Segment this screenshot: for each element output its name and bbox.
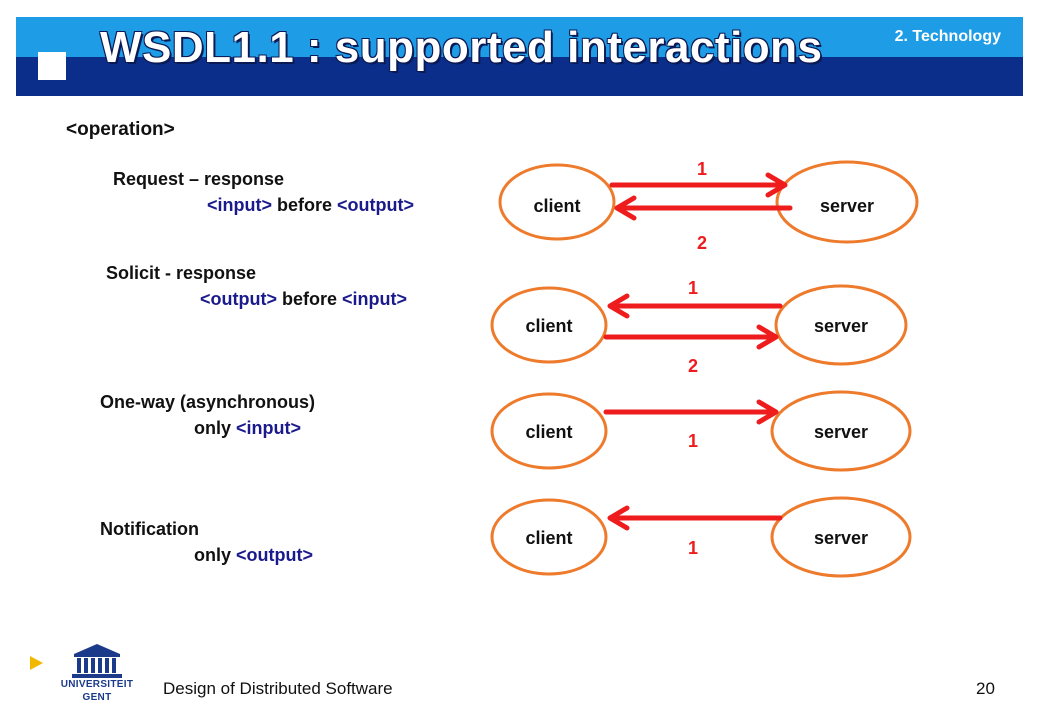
server-node [774,284,908,366]
arrow-right [609,172,788,198]
step-number: 2 [697,233,707,253]
operation-label: <operation> [66,119,175,140]
pattern-notification: Notification only <output> [100,516,313,568]
step-number: 1 [688,278,698,298]
step-number: 1 [697,159,707,179]
client-node [490,286,608,364]
server-node [770,496,912,578]
client-label: client [525,316,572,336]
pattern-name: One-way (asynchronous) [100,392,316,412]
server-label: server [814,528,868,548]
arrow-left [607,293,783,319]
client-label: client [525,528,572,548]
step-number: 2 [688,356,698,376]
pattern-name: Notification [100,519,199,539]
server-node [775,160,919,244]
client-node [490,392,608,470]
pattern-desc: only <output> [194,545,314,565]
client-label: client [533,196,580,216]
footer-arrow-icon [30,656,43,670]
university-logo: UNIVERSITEIT GENT [54,640,140,708]
pattern-desc: <input> before <output> [207,195,415,215]
pattern-name: Request – response [113,169,285,189]
page-number: 20 [976,679,995,698]
pattern-name: Solicit - response [106,263,257,283]
slide-header: WSDL1.1 : supported interactions 2. Tech… [16,17,1023,96]
arrow-left [614,195,793,221]
pattern-one-way: One-way (asynchronous) only <input> [100,389,315,441]
header-band-light [16,17,1023,57]
client-node [490,498,608,576]
title-bullet [38,52,66,80]
arrow-right [603,324,779,350]
server-label: server [820,196,874,216]
building-icon [72,644,122,678]
pattern-request-response: Request – response <input> before <outpu… [113,166,414,218]
arrow-right [603,399,779,425]
server-node [770,390,912,472]
client-label: client [525,422,572,442]
pattern-solicit-response: Solicit - response <output> before <inpu… [106,260,407,312]
pattern-desc: only <input> [194,418,302,438]
logo-text-line1: UNIVERSITEIT [60,679,134,690]
step-number: 1 [688,538,698,558]
pattern-desc: <output> before <input> [200,289,408,309]
course-name: Design of Distributed Software [163,679,393,698]
slide-title: WSDL1.1 : supported interactions [100,23,823,72]
section-label: 2. Technology [894,28,1001,45]
arrow-left [607,505,783,531]
server-label: server [814,316,868,336]
header-band-dark [16,57,1023,96]
logo-text-line2: GENT [82,692,112,703]
step-number: 1 [688,431,698,451]
client-node [498,163,616,241]
server-label: server [814,422,868,442]
